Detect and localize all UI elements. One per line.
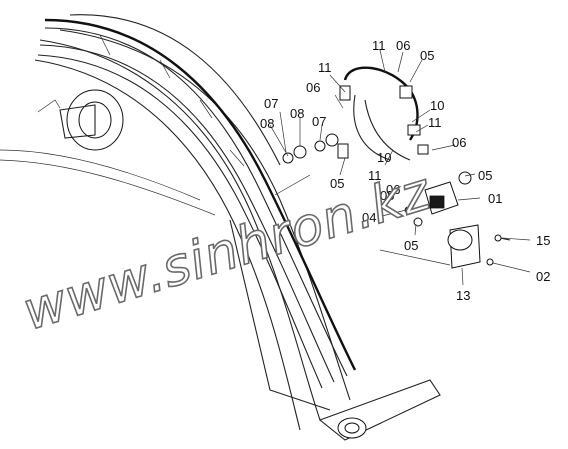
label-05-center: 05: [380, 188, 394, 203]
label-08-mid: 08: [290, 106, 304, 121]
leader-lines: [269, 49, 531, 286]
label-11-left: 11: [318, 60, 332, 75]
valve-assembly: [404, 171, 511, 269]
hose-bundle: [37, 14, 357, 389]
label-07-left: 07: [264, 96, 278, 111]
watermark: www.sinhron.kz: [16, 161, 438, 342]
label-08-left: 08: [260, 116, 274, 131]
label-06-lower: 06: [386, 182, 400, 197]
boom-pin-hub: [37, 89, 124, 151]
label-15: 15: [536, 233, 550, 248]
label-05-top: 05: [420, 48, 434, 63]
label-10-lower: 10: [377, 150, 391, 165]
label-07-mid: 07: [312, 114, 326, 129]
fittings-row: [282, 133, 349, 164]
label-02: 02: [536, 269, 550, 284]
label-05-bottom: 05: [404, 238, 418, 253]
label-01: 01: [488, 191, 502, 206]
label-05-mid: 05: [330, 176, 344, 191]
label-06-right: 06: [452, 135, 466, 150]
label-06-left: 06: [306, 80, 320, 95]
label-13: 13: [456, 288, 470, 303]
part-labels: 11 06 05 11 06 10 11 06 07 08 08 07 05 1…: [260, 38, 550, 303]
label-11-top: 11: [372, 38, 386, 53]
label-04: 04: [362, 210, 376, 225]
label-06-top: 06: [396, 38, 410, 53]
label-05-right: 05: [478, 168, 492, 183]
label-11-lower: 11: [368, 168, 382, 183]
label-11-right: 11: [428, 115, 442, 130]
hose-loop-upper: [339, 66, 429, 161]
label-10-upper: 10: [430, 98, 444, 113]
boom-arm: [0, 29, 441, 441]
